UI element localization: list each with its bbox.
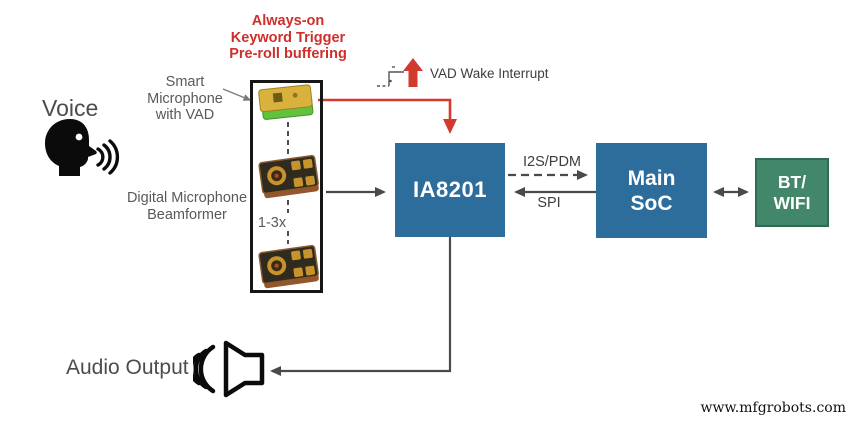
- note-line: Keyword Trigger: [230, 29, 346, 46]
- speaker-icon: [193, 340, 265, 398]
- bus-label-spi: SPI: [537, 195, 561, 211]
- block-ia8201-label: IA8201: [413, 177, 487, 202]
- bus-label-i2s-pdm: I2S/PDM: [522, 154, 581, 170]
- smart-mic-chip-icon: [258, 84, 314, 120]
- watermark: www.mfgrobots.com: [700, 400, 846, 416]
- mic-count-label: 1-3x: [257, 215, 287, 231]
- block-bt-wifi: BT/ WIFI: [755, 158, 829, 227]
- digital-mic-label-line: Digital Microphone: [126, 190, 248, 206]
- wire-smartmic-to-ia8201: [318, 98, 457, 134]
- voice-label: Voice: [42, 95, 99, 121]
- digital-mic-chip-icon: [257, 244, 321, 290]
- block-main-soc: Main SoC: [596, 143, 707, 238]
- smart-mic-label-line: Smart: [165, 74, 205, 90]
- microphone-group-box: [250, 80, 323, 293]
- rising-edge-signal-icon: [377, 66, 404, 87]
- smart-mic-label-line: with VAD: [155, 107, 215, 123]
- smart-mic-label-line: Microphone: [147, 90, 223, 107]
- note-line: Always-on: [251, 13, 325, 29]
- block-main-soc-line: Main: [627, 166, 676, 190]
- red-up-arrow-icon: [403, 58, 423, 87]
- block-main-soc-line: SoC: [630, 191, 673, 215]
- digital-mic-label-line: Beamformer: [147, 206, 227, 223]
- audio-output-label: Audio Output: [66, 356, 189, 379]
- vad-wake-interrupt-label: VAD Wake Interrupt: [430, 66, 549, 81]
- block-bt-wifi-line: BT/: [777, 171, 807, 192]
- block-bt-wifi-line: WIFI: [773, 192, 811, 213]
- block-ia8201: IA8201: [395, 143, 505, 237]
- always-on-note: Always-on Keyword Trigger Pre-roll buffe…: [206, 13, 370, 63]
- smart-mic-label: Smart Microphone with VAD: [128, 74, 242, 124]
- digital-mic-label: Digital Microphone Beamformer: [122, 190, 252, 223]
- note-line: Pre-roll buffering: [229, 46, 347, 62]
- speaking-head-icon: [45, 119, 120, 176]
- digital-mic-chip-icon: [257, 154, 321, 200]
